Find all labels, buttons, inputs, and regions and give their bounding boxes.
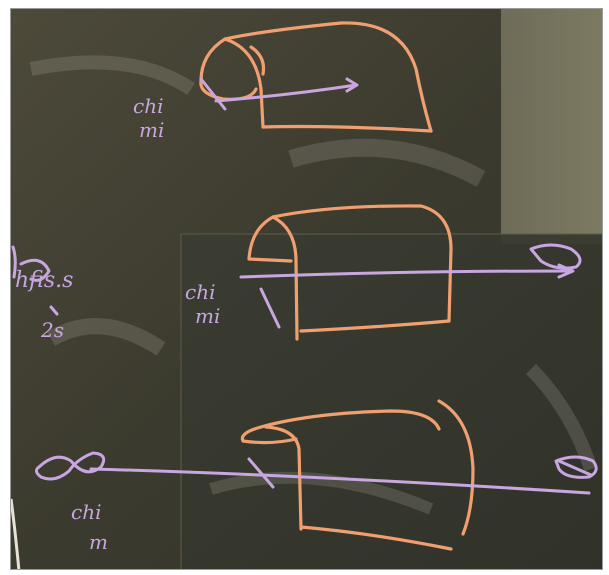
panel-2-label-chi: chi bbox=[185, 280, 215, 304]
board-overlay-block bbox=[181, 234, 602, 569]
panel-1-label-chi: chi bbox=[133, 94, 163, 118]
panel-3-label-m: m bbox=[89, 530, 108, 554]
board-right-strip bbox=[501, 9, 602, 244]
white-chalk-edge bbox=[11, 498, 21, 569]
left-margin-text-2: 2s bbox=[40, 318, 64, 342]
panel-2-label-mi: mi bbox=[195, 304, 220, 328]
left-margin-scribble bbox=[11, 245, 59, 316]
left-margin-text: hfis.s bbox=[15, 268, 73, 293]
panel-1-purple-line bbox=[199, 77, 359, 111]
panel-3-label-chi: chi bbox=[71, 500, 101, 524]
chalkboard-photo: chi mi hfis.s 2s chi bbox=[10, 8, 603, 570]
chalkboard-drawing: chi mi hfis.s 2s chi bbox=[11, 9, 602, 569]
panel-2-purple-line bbox=[239, 243, 582, 329]
panel-3-orange-cylinder bbox=[240, 399, 475, 551]
panel-2-orange-cylinder bbox=[247, 204, 453, 341]
panel-1-label-mi: mi bbox=[139, 118, 164, 142]
panel-3-purple-line bbox=[34, 451, 598, 495]
